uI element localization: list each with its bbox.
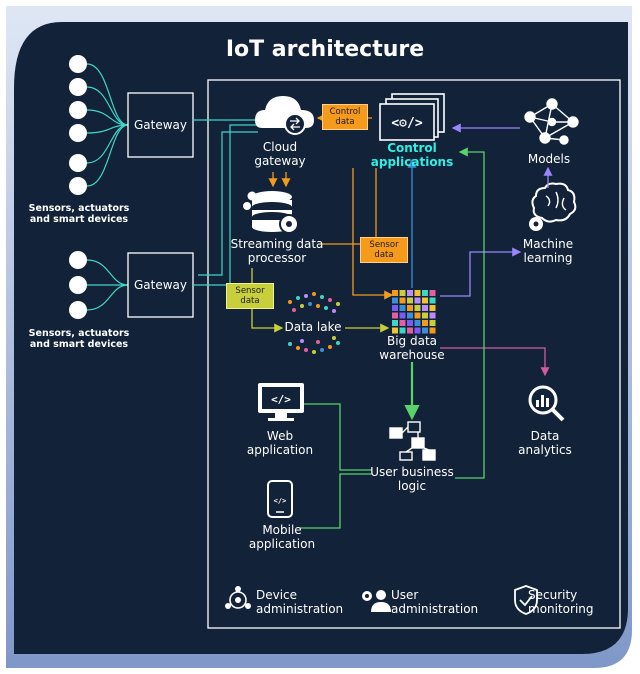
database-gear-icon: [243, 191, 299, 234]
warehouse-grid-cell: [407, 305, 413, 311]
warehouse-grid-cell: [429, 305, 436, 311]
streaming-processor-label: Streaming data processor: [230, 237, 324, 265]
gateway-cloud-links: [193, 119, 258, 286]
warehouse-grid-cell: [392, 312, 398, 319]
warehouse-grid-cell: [392, 320, 398, 326]
warehouse-grid-cell: [392, 290, 398, 296]
gateway-top-box: [127, 92, 194, 158]
warehouse-grid-cell: [392, 297, 398, 304]
brain-gear-icon: [529, 182, 577, 231]
sensor-data-badge-right: Sensor data: [360, 237, 408, 263]
warehouse-grid-cell: [414, 290, 421, 296]
warehouse-grid-cell: [407, 297, 413, 304]
web-application-label: Web application: [246, 429, 314, 457]
models-label: Models: [527, 152, 571, 166]
warehouse-grid-cell: [429, 327, 436, 334]
diagram-title: IoT architecture: [225, 37, 425, 62]
warehouse-grid-cell: [399, 305, 406, 311]
platform-box: [207, 79, 621, 629]
warehouse-grid-cell: [429, 290, 436, 296]
warehouse-grid-cell: [392, 327, 398, 334]
gateway-top-label: Gateway: [133, 118, 187, 132]
security-shield-icon: [514, 585, 538, 615]
warehouse-grid-cell: [392, 305, 398, 311]
device-admin-icon: [225, 586, 251, 609]
warehouse-grid-cell: [407, 320, 413, 326]
warehouse-grid-cell: [399, 320, 406, 326]
user-business-logic-label: User business logic: [370, 465, 454, 493]
warehouse-grid-cell: [399, 290, 406, 296]
cloud-gateway-label: Cloud gateway: [254, 140, 306, 168]
warehouse-grid-cell: [414, 327, 421, 334]
data-lake-dots-icon: [288, 292, 340, 354]
warehouse-grid-cell: [422, 290, 428, 296]
web-code-icon: </>: [258, 383, 304, 421]
sensors-bottom-label: Sensors, actuators and smart devices: [28, 328, 130, 350]
sensor-dots-bottom: [69, 251, 87, 319]
warehouse-grid-cell: [399, 327, 406, 334]
warehouse-grid-cell: [422, 312, 428, 319]
warehouse-grid-cell: [414, 320, 421, 326]
warehouse-grid-cell: [429, 320, 436, 326]
user-administration-label: User administration: [391, 588, 479, 616]
user-admin-icon: [362, 590, 391, 612]
warehouse-grid-cell: [422, 327, 428, 334]
control-applications-label: Control applications: [370, 141, 454, 169]
machine-learning-label: Machine learning: [522, 237, 574, 265]
warehouse-grid-cell: [407, 327, 413, 334]
warehouse-grid-cell: [422, 320, 428, 326]
sensor-links-top: [86, 63, 129, 187]
gateway-bottom-label: Gateway: [133, 278, 187, 292]
warehouse-grid-icon: [392, 290, 436, 334]
mobile-application-label: Mobile application: [248, 523, 316, 551]
warehouse-grid-cell: [414, 305, 421, 311]
sensor-links-bottom: [86, 259, 129, 311]
security-monitoring-label: Security monitoring: [528, 588, 594, 616]
warehouse-grid-cell: [422, 297, 428, 304]
sensor-data-badge-left: Sensor data: [226, 283, 274, 309]
network-model-icon: [524, 98, 579, 145]
device-administration-label: Device administration: [256, 588, 344, 616]
control-data-badge: Control data: [322, 104, 368, 130]
svg-text:</>: </>: [274, 497, 287, 505]
dark-panel: [14, 22, 628, 654]
big-data-warehouse-label: Big data warehouse: [379, 334, 445, 362]
code-window-icon: <⚙/>: [379, 93, 445, 141]
warehouse-grid-cell: [407, 312, 413, 319]
analytics-magnifier-icon: [528, 385, 565, 422]
mobile-code-icon: </>: [267, 480, 293, 518]
svg-text:</>: </>: [271, 393, 291, 406]
data-analytics-label: Data analytics: [518, 429, 572, 457]
data-lake-label: Data lake: [284, 320, 342, 334]
flowchart-icon: [389, 421, 436, 461]
warehouse-grid-cell: [399, 297, 406, 304]
warehouse-grid-cell: [407, 290, 413, 296]
sensors-top-label: Sensors, actuators and smart devices: [28, 203, 130, 225]
warehouse-grid-cell: [414, 297, 421, 304]
warehouse-grid-cell: [399, 312, 406, 319]
warehouse-grid-cell: [429, 312, 436, 319]
warehouse-grid-cell: [414, 312, 421, 319]
cloud-sync-icon: [255, 96, 314, 135]
warehouse-grid-cell: [422, 305, 428, 311]
sensor-dots-top: [69, 55, 87, 195]
svg-text:<⚙/>: <⚙/>: [391, 116, 422, 131]
warehouse-grid-cell: [429, 297, 436, 304]
